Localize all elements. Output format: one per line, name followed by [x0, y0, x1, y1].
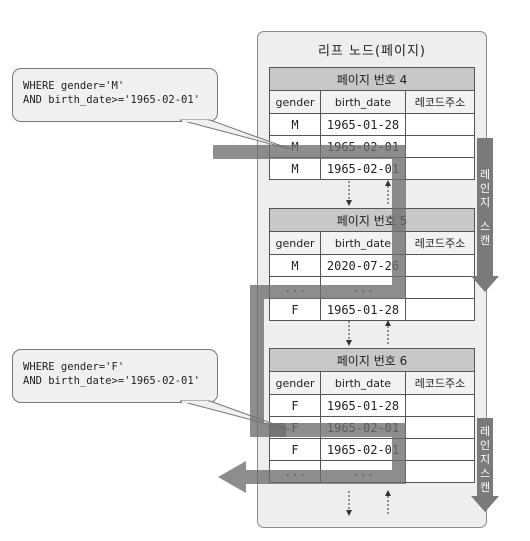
label-char: 레	[479, 168, 491, 181]
query-callout-male: WHERE gender='M' AND birth_date>='1965-0…	[12, 68, 218, 122]
label-char: 캔	[479, 234, 491, 247]
label-char: 지	[479, 453, 491, 466]
label-char: 레	[479, 425, 491, 438]
cell-gender: F	[269, 298, 321, 321]
leaf-node-title: 리프 노드(페이지)	[318, 44, 426, 59]
cell-gender: M	[269, 113, 321, 136]
cell-birth-date: 1965-01-28	[320, 394, 406, 417]
label-char: 인	[479, 439, 491, 452]
column-record-address: 레코드주소	[405, 90, 475, 114]
cell-birth-date: 1965-02-01	[320, 438, 406, 461]
cell-gender: M	[269, 254, 321, 277]
page-4-title: 페이지 번호 4	[269, 67, 475, 91]
range-scan-label-1: 레 인 지 스 캔	[478, 168, 492, 248]
column-gender: gender	[269, 231, 321, 255]
cell-gender: F	[269, 394, 321, 417]
cell-birth-date: ...	[320, 460, 406, 483]
column-record-address: 레코드주소	[405, 231, 475, 255]
cell-gender: M	[269, 135, 321, 158]
query-line: AND birth_date>='1965-02-01'	[23, 375, 201, 387]
column-gender: gender	[269, 90, 321, 114]
column-gender: gender	[269, 371, 321, 395]
cell-gender: ...	[269, 276, 321, 299]
cell-record-address	[405, 157, 475, 180]
cell-birth-date: 1965-02-01	[320, 157, 406, 180]
cell-birth-date: 1965-01-28	[320, 298, 406, 321]
cell-record-address	[405, 135, 475, 158]
cell-record-address	[405, 254, 475, 277]
cell-gender: ...	[269, 460, 321, 483]
page-5-title: 페이지 번호 5	[269, 208, 475, 232]
cell-record-address	[405, 276, 475, 299]
table-row: ......	[269, 460, 475, 483]
cell-gender: M	[269, 157, 321, 180]
cell-birth-date: ...	[320, 276, 406, 299]
cell-record-address	[405, 416, 475, 439]
cell-record-address	[405, 394, 475, 417]
range-scan-label-2: 레 인 지 스 캔	[478, 425, 492, 495]
cell-record-address	[405, 298, 475, 321]
column-birth-date: birth_date	[320, 231, 406, 255]
cell-record-address	[405, 438, 475, 461]
cell-gender: F	[269, 416, 321, 439]
cell-birth-date: 1965-01-28	[320, 113, 406, 136]
column-birth-date: birth_date	[320, 90, 406, 114]
cell-birth-date: 1965-02-01	[320, 416, 406, 439]
query-line: AND birth_date>='1965-02-01'	[23, 94, 201, 106]
query-line: WHERE gender='F'	[23, 361, 125, 373]
column-birth-date: birth_date	[320, 371, 406, 395]
label-char: 스	[479, 467, 491, 480]
query-line: WHERE gender='M'	[23, 80, 125, 92]
cell-record-address	[405, 460, 475, 483]
label-char: 인	[479, 182, 491, 195]
cell-birth-date: 1965-02-01	[320, 135, 406, 158]
cell-record-address	[405, 113, 475, 136]
page-6-title: 페이지 번호 6	[269, 348, 475, 372]
cell-birth-date: 2020-07-26	[320, 254, 406, 277]
table-row: ......	[269, 276, 475, 299]
label-char: 캔	[479, 481, 491, 494]
column-record-address: 레코드주소	[405, 371, 475, 395]
query-callout-female: WHERE gender='F' AND birth_date>='1965-0…	[12, 349, 218, 403]
label-char: 스	[479, 220, 491, 233]
cell-gender: F	[269, 438, 321, 461]
label-char: 지	[479, 196, 491, 209]
